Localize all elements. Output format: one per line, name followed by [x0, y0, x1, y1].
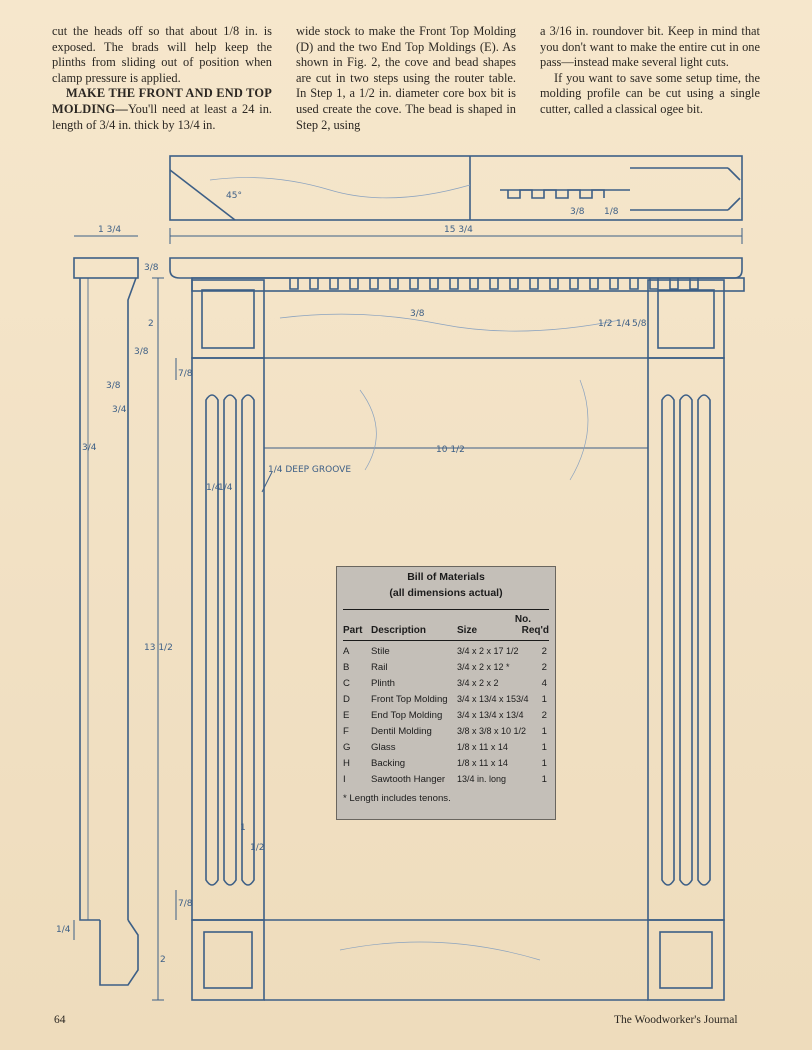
paragraph-text: You'll need at least a 24 in. length of …	[52, 101, 272, 132]
bom-size: 3/4 x 2 x 17 1/2	[457, 646, 519, 656]
bom-qty: 1	[541, 726, 547, 737]
bom-description: Stile	[371, 646, 390, 657]
paragraph: cut the heads off so that about 1/8 in. …	[52, 24, 272, 85]
paragraph: If you want to save some setup time, the…	[540, 70, 760, 116]
bom-size: 3/8 x 3/8 x 10 1/2	[457, 726, 527, 736]
dim-dentil-e: 1/4	[616, 319, 631, 329]
text-column-3: a 3/16 in. roundover bit. Keep in mind t…	[540, 24, 760, 118]
bom-qty: 1	[541, 774, 547, 785]
paragraph: wide stock to make the Front Top Molding…	[296, 24, 516, 132]
dim-dentil-d: 1/2	[598, 319, 612, 329]
dim-side-c: 3/4	[112, 405, 127, 415]
bom-size: 3/4 x 13/4 x 13/4	[457, 710, 524, 720]
bom-row: E End Top Molding 3/4 x 13/4 x 13/4 2	[343, 709, 549, 725]
bom-row: G Glass 1/8 x 11 x 14 1	[343, 741, 549, 757]
bom-description: Rail	[371, 662, 388, 673]
dimension-labels: 45° 3/8 1/8 15 3/4 1 3/4 3/8 2 3/8 3/8 3…	[56, 191, 647, 965]
bom-size: 13/4 in. long	[457, 774, 507, 784]
bom-header-part: Part	[343, 625, 363, 636]
bom-qty: 1	[541, 742, 547, 753]
dim-inner-width: 10 1/2	[436, 445, 465, 455]
dim-dentil-c: 3/8	[410, 309, 425, 319]
bom-size: 1/8 x 11 x 14	[457, 758, 508, 768]
bom-header-qty-top: No.	[514, 614, 531, 625]
bill-of-materials: Bill of Materials (all dimensions actual…	[336, 566, 556, 820]
bom-size: 1/8 x 11 x 14	[457, 742, 508, 752]
bom-row: I Sawtooth Hanger 13/4 in. long 1	[343, 773, 549, 789]
dim-molding-h: 3/8	[144, 263, 159, 273]
bom-qty: 1	[541, 694, 547, 705]
bom-header-row: Part Description Size No. Req'd	[343, 609, 549, 641]
dim-base-a: 1/4	[56, 925, 71, 935]
dim-reveal-b: 7/8	[178, 899, 193, 909]
bom-part: F	[343, 726, 349, 737]
bom-part: G	[343, 742, 351, 753]
bom-part: A	[343, 646, 350, 657]
bom-size: 3/4 x 2 x 12 *	[457, 662, 510, 672]
dim-height: 13 1/2	[144, 643, 173, 653]
bom-row: B Rail 3/4 x 2 x 12 * 2	[343, 661, 549, 677]
bom-part: H	[343, 758, 350, 769]
bom-header-qty-bottom: Req'd	[521, 625, 549, 636]
dim-side-d: 3/4	[82, 443, 97, 453]
dim-width-top: 15 3/4	[444, 225, 473, 235]
bom-header-description: Description	[371, 625, 427, 636]
bom-description: Plinth	[371, 678, 395, 689]
text-column-2: wide stock to make the Front Top Molding…	[296, 24, 516, 133]
bom-row: C Plinth 3/4 x 2 x 2 4	[343, 677, 549, 693]
dim-side-b: 3/8	[106, 381, 121, 391]
bom-qty: 1	[541, 758, 547, 769]
dim-flute-a: 1	[240, 823, 246, 833]
bom-qty: 2	[541, 662, 547, 673]
dim-plinth-h: 2	[160, 955, 166, 965]
bom-description: Glass	[371, 742, 396, 753]
frame-drawing: 45° 3/8 1/8 15 3/4 1 3/4 3/8 2 3/8 3/8 3…	[56, 155, 745, 1001]
section-heading: MAKE THE FRONT AND END TOP MOLDING—	[52, 86, 272, 116]
bom-qty: 4	[541, 678, 547, 689]
bom-part: C	[343, 678, 350, 689]
dim-reveal-a: 7/8	[178, 369, 193, 379]
dim-dentil-f: 5/8	[632, 319, 647, 329]
bom-description: Sawtooth Hanger	[371, 774, 446, 785]
bom-subtitle: (all dimensions actual)	[389, 587, 503, 599]
dim-dentil-b: 1/8	[604, 207, 619, 217]
groove-note: 1/4 DEEP GROOVE	[268, 465, 351, 475]
bom-part: E	[343, 710, 350, 721]
bom-title: Bill of Materials	[407, 571, 485, 583]
dim-side-depth: 1 3/4	[98, 225, 121, 235]
bom-qty: 2	[541, 646, 547, 657]
publication-name: The Woodworker's Journal	[614, 1014, 738, 1026]
dim-flute-b: 1/2	[250, 843, 264, 853]
bom-part: I	[343, 774, 346, 785]
bom-header-size: Size	[457, 625, 478, 636]
dim-groove-a: 1/4	[206, 483, 221, 493]
dim-side-a: 3/8	[134, 347, 149, 357]
bom-part: B	[343, 662, 350, 673]
bom-size: 3/4 x 2 x 2	[457, 678, 499, 688]
top-molding-plan	[169, 155, 743, 221]
bom-description: End Top Molding	[371, 710, 443, 721]
page-number: 64	[54, 1014, 66, 1026]
bom-row: A Stile 3/4 x 2 x 17 1/2 2	[343, 645, 549, 661]
bom-part: D	[343, 694, 350, 705]
dim-rail-h: 2	[148, 319, 154, 329]
bom-description: Front Top Molding	[371, 694, 448, 705]
bom-row: H Backing 1/8 x 11 x 14 1	[343, 757, 549, 773]
bom-description: Dentil Molding	[371, 726, 432, 737]
paragraph: MAKE THE FRONT AND END TOP MOLDING—You'l…	[52, 86, 272, 133]
dim-dentil-a: 3/8	[570, 207, 585, 217]
bom-row: F Dentil Molding 3/8 x 3/8 x 10 1/2 1	[343, 725, 549, 741]
bom-qty: 2	[541, 710, 547, 721]
bom-size: 3/4 x 13/4 x 153/4	[457, 694, 529, 704]
bom-row: D Front Top Molding 3/4 x 13/4 x 153/4 1	[343, 693, 549, 709]
dim-angle: 45°	[226, 191, 242, 201]
bom-footnote: * Length includes tenons.	[343, 793, 451, 804]
paragraph: a 3/16 in. roundover bit. Keep in mind t…	[540, 24, 760, 70]
text-column-1: cut the heads off so that about 1/8 in. …	[52, 24, 272, 133]
dim-groove-b: 1/4	[218, 483, 233, 493]
bom-description: Backing	[371, 758, 406, 769]
